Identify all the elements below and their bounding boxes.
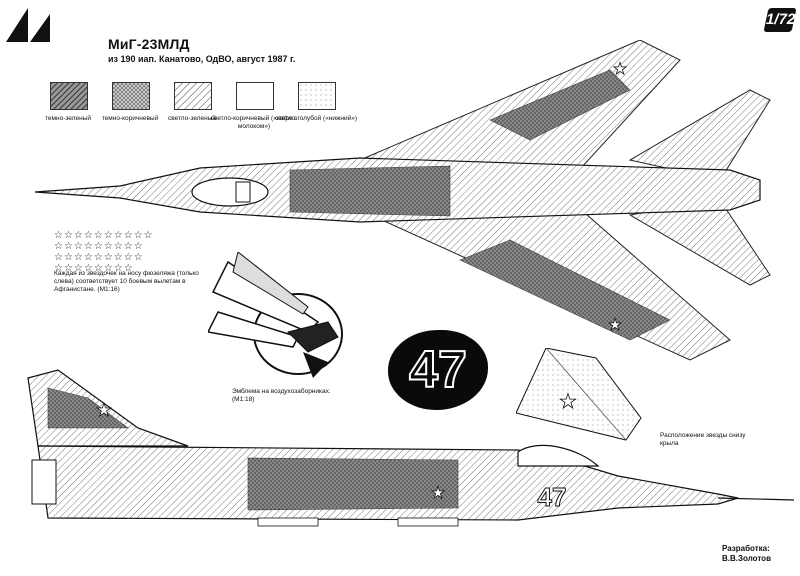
- side-view-number: 47: [538, 482, 567, 512]
- wing-underside-drawing: ★: [516, 348, 642, 441]
- kill-stars-note: Каждая из звездочек на носу фюзеляжа (то…: [54, 270, 199, 293]
- svg-text:★: ★: [431, 485, 445, 502]
- swatch-dark-brown: [112, 82, 150, 110]
- side-number-text: 47: [408, 340, 468, 400]
- swatch-label: темно-зеленый: [45, 115, 91, 122]
- kill-stars-grid: ☆☆☆☆☆☆☆☆☆☆☆☆☆☆☆☆☆☆☆☆☆☆☆☆☆☆☆☆☆☆☆☆☆☆☆☆: [54, 230, 154, 274]
- unit-subtitle: из 190 иап. Канатово, ОдВО, август 1987 …: [108, 54, 296, 64]
- wing-star-caption: Расположение звезды снизу крыла: [660, 432, 746, 447]
- credit-author: В.В.Золотов: [722, 554, 771, 563]
- swatch-dark-green: [50, 82, 88, 110]
- svg-text:★: ★: [613, 61, 627, 78]
- swatch-label: светло-зеленый: [167, 115, 217, 122]
- scale-badge: 1/72: [763, 8, 797, 32]
- svg-text:★: ★: [608, 317, 622, 334]
- swatch-light-brown: [236, 82, 274, 110]
- swatch-label: темно-коричневый: [101, 115, 159, 122]
- swatch-light-blue: [298, 82, 336, 110]
- swatch-label: светло-коричневый («кофе с молоком»): [210, 115, 298, 130]
- emblem-caption: Эмблема на воздухозаборниках. (М1:18): [232, 388, 331, 403]
- credit-block: Разработка: В.В.Золотов: [722, 544, 771, 564]
- aircraft-title: МиГ-23МЛД: [108, 36, 190, 52]
- top-view-drawing: ★ ★: [34, 40, 771, 361]
- side-view-drawing: ★ ★ 47: [27, 369, 795, 527]
- intake-emblem: [208, 252, 343, 378]
- credit-label: Разработка:: [722, 544, 770, 553]
- svg-text:★: ★: [559, 391, 577, 413]
- swatch-label: светло-голубой («нижний»): [274, 115, 358, 122]
- side-number-47: 47: [388, 330, 488, 410]
- publisher-logo: [6, 8, 50, 42]
- swatch-light-green: [174, 82, 212, 110]
- svg-text:★: ★: [96, 400, 112, 420]
